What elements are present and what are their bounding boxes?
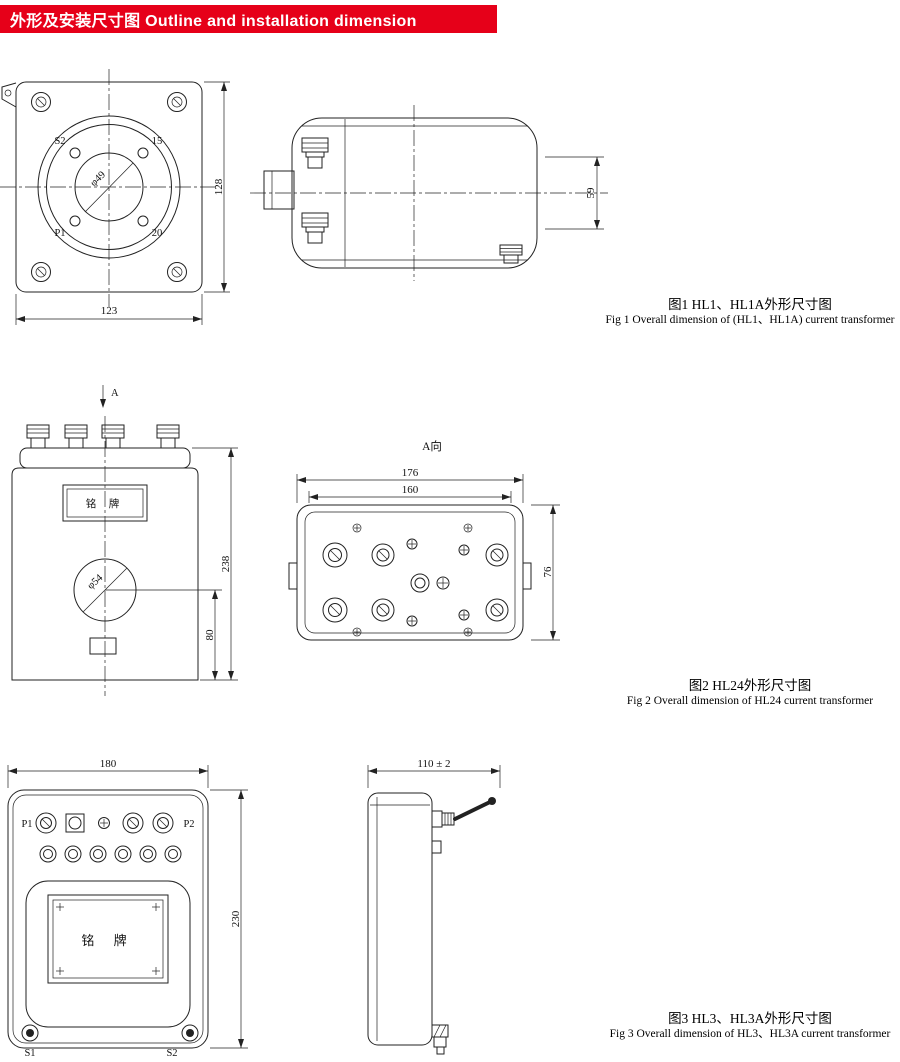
- fig2-dim-height-text: 238: [220, 555, 232, 572]
- fig1-side-bolt-right: [499, 244, 523, 264]
- fig3-terminal-row1: P1 P2: [21, 812, 195, 834]
- fig1-dim-depth: 59: [545, 156, 604, 230]
- fig2-top-bolts: [26, 424, 180, 449]
- fig2-dim-top-inner: 160: [308, 484, 512, 503]
- fig2-bore-label: φ54: [85, 572, 105, 592]
- fig2-caption-zh: 图2 HL24外形尺寸图: [688, 678, 812, 693]
- fig1-front-view: φ49 S2 15 P1 20: [0, 69, 230, 325]
- fig3-terminal-row2: [39, 845, 182, 863]
- fig1-term-s2: S2: [54, 136, 65, 147]
- fig1-term-15: 15: [152, 136, 163, 147]
- fig2-dim-top-w: 176: [296, 467, 524, 503]
- fig3-dim-height: 230: [210, 789, 248, 1049]
- fig1-drawing: φ49 S2 15 P1 20: [0, 69, 608, 325]
- fig2-view-label: A向: [422, 439, 442, 453]
- fig2-dim-top-h: 76: [531, 504, 560, 641]
- fig2-dim-offset: 80: [105, 589, 222, 680]
- fig3-dim-width: 180: [7, 758, 209, 788]
- fig3-dim-height-text: 230: [230, 910, 242, 927]
- fig1-term-p1: P1: [54, 228, 65, 239]
- fig2-dim-height: 238: [192, 447, 238, 681]
- fig1-dim-width: 123: [15, 294, 203, 325]
- fig3-front-view: 180 P1 P2: [7, 758, 248, 1059]
- fig2-caption: 图2 HL24外形尺寸图 Fig 2 Overall dimension of …: [600, 677, 900, 709]
- fig1-bore-label: φ49: [88, 169, 108, 188]
- fig2-dim-top-h-text: 76: [542, 566, 554, 578]
- fig3-s1-label: S1: [24, 1048, 35, 1059]
- fig1-terminals: S2 15 P1 20: [54, 136, 162, 239]
- fig2-dim-offset-text: 80: [204, 629, 216, 641]
- fig3-side-clamp: [431, 797, 496, 828]
- fig2-nameplate-text: 铭 牌: [86, 497, 125, 510]
- page-header-banner: 外形及安装尺寸图 Outline and installation dimens…: [0, 5, 497, 33]
- fig3-s2-label: S2: [166, 1048, 177, 1059]
- fig3-dim-width-text: 180: [100, 758, 117, 770]
- fig2-view-arrow-label: A: [111, 388, 119, 399]
- fig2-caption-en: Fig 2 Overall dimension of HL24 current …: [626, 695, 874, 707]
- fig3-caption: 图3 HL3、HL3A外形尺寸图 Fig 3 Overall dimension…: [600, 1010, 900, 1042]
- fig2-top-view: A向: [288, 439, 560, 641]
- fig1-caption-zh: 图1 HL1、HL1A外形尺寸图: [668, 297, 832, 312]
- fig3-side-view: 110 ± 2: [367, 758, 501, 1055]
- fig1-dim-width-text: 123: [101, 305, 118, 317]
- fig1-term-20: 20: [152, 228, 163, 239]
- fig1-caption-en: Fig 1 Overall dimension of (HL1、HL1A) cu…: [605, 314, 895, 326]
- fig3-nameplate-text: 铭 牌: [81, 933, 134, 948]
- fig3-side-foot: [431, 1024, 449, 1055]
- fig1-side-bolt-lower: [301, 212, 329, 244]
- fig1-caption: 图1 HL1、HL1A外形尺寸图 Fig 1 Overall dimension…: [600, 296, 900, 328]
- fig1-dim-height: 128: [204, 81, 230, 293]
- fig2-dim-top-w-text: 176: [402, 467, 419, 479]
- fig2-top-terminals: [322, 523, 509, 637]
- fig1-side-bolt-upper: [301, 137, 329, 169]
- fig3-drawing: 180 P1 P2: [7, 758, 501, 1059]
- fig3-mount-holes: S1 S2: [21, 1024, 199, 1059]
- fig2-drawing: A 铭 牌 φ54: [11, 385, 560, 696]
- fig3-nameplate: 铭 牌: [47, 894, 169, 984]
- fig3-caption-zh: 图3 HL3、HL3A外形尺寸图: [668, 1011, 832, 1026]
- fig2-dim-top-inner-text: 160: [402, 484, 419, 496]
- page-title: 外形及安装尺寸图 Outline and installation dimens…: [10, 13, 417, 30]
- fig2-view-arrow: A: [100, 385, 119, 408]
- fig1-dim-depth-text: 59: [585, 187, 597, 199]
- fig1-dim-height-text: 128: [213, 178, 225, 195]
- fig1-corner-holes: [31, 92, 187, 282]
- fig3-p2-label: P2: [183, 819, 194, 830]
- fig3-dim-depth-text: 110 ± 2: [417, 758, 450, 770]
- fig3-dim-depth: 110 ± 2: [367, 758, 501, 788]
- fig2-front-view: 铭 牌 φ54 238: [11, 416, 238, 696]
- fig3-caption-en: Fig 3 Overall dimension of HL3、HL3A curr…: [609, 1028, 891, 1040]
- fig3-p1-label: P1: [21, 819, 32, 830]
- fig1-side-view: 59: [250, 105, 608, 281]
